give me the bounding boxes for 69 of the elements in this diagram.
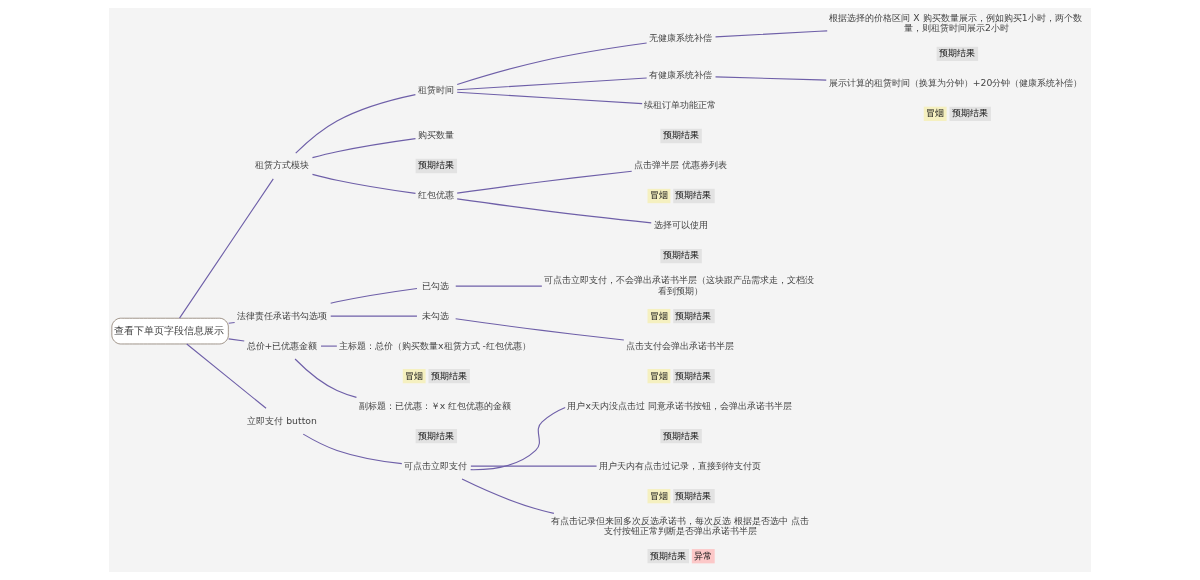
node-label: 冒烟 [404, 369, 423, 381]
node-text: 点击支付会弹出承诺书半层 [626, 339, 735, 351]
node-label: 预期结果 [417, 159, 454, 171]
connector [455, 318, 625, 341]
connector [455, 285, 543, 287]
node-label: 预期结果 [951, 107, 988, 119]
node-text: 红包优惠 [417, 189, 454, 201]
node-text: 用户x天内没点击过 同意承诺书按钮，会弹出承诺书半层 [567, 399, 792, 411]
node-label: 预期结果 [675, 489, 712, 501]
node-label: 冒烟 [649, 309, 668, 321]
connector [456, 42, 648, 85]
node-label: 冒烟 [649, 489, 668, 501]
connector [330, 287, 418, 304]
node-text: 续租订单功能正常 [644, 99, 717, 111]
node-label: 冒烟 [649, 369, 668, 381]
connector [228, 321, 236, 324]
connector [714, 76, 827, 81]
connector [295, 94, 416, 154]
node-label: 预期结果 [662, 249, 699, 261]
node-label: 冒烟 [649, 189, 668, 201]
connector [178, 178, 274, 319]
node-label: 预期结果 [675, 369, 712, 381]
node-label: 预期结果 [417, 429, 454, 441]
node-label: 预期结果 [649, 549, 686, 561]
connector [456, 170, 633, 194]
connector [714, 30, 828, 38]
node-text: 用户天内有点击过记录，直接到待支付页 [598, 459, 761, 471]
node-label: 预期结果 [662, 129, 699, 141]
node-box: 查看下单页字段信息展示 [111, 317, 229, 345]
node-text: 点击弹半层 优惠券列表 [633, 159, 727, 171]
connector [311, 138, 417, 159]
node-text: 根据选择的价格区间 X 购买数量展示，例如购买1小时，两个数量，则租赁时间展示2小时 [829, 12, 1082, 34]
node-text: 有点击记录但来回多次反选承诺书，每次反选 根据是否选中 点击支付按钮正常判断是否弹出承诺书半层 [550, 514, 809, 536]
connector [186, 343, 267, 409]
node-text: 未勾选 [422, 309, 450, 321]
connector [456, 198, 652, 224]
connector [294, 358, 357, 398]
node-label: 预期结果 [662, 429, 699, 441]
node-text: 总价+已优惠金额 [246, 339, 318, 351]
connector [470, 465, 598, 467]
node-text: 租赁方式模块 [255, 159, 310, 171]
node-text: 副标题：已优惠：￥x 红包优惠的金额 [358, 399, 512, 411]
node-text: 已勾选 [422, 279, 450, 291]
node-text: 主标题：总价（购买数量x租赁方式 -红包优惠） [339, 339, 531, 351]
node-text: 租赁时间 [417, 84, 454, 96]
connector [330, 315, 418, 317]
node-label: 冒烟 [925, 107, 944, 119]
node-label: 预期结果 [675, 189, 712, 201]
connector [311, 173, 417, 194]
node-text: 法律责任承诺书勾选项 [236, 309, 327, 321]
node-text: 可点击立即支付，不会弹出承诺书半层（这块跟产品需求走，文档没看到预期） [544, 274, 815, 296]
connector [470, 407, 566, 471]
connector [456, 77, 648, 91]
connector [461, 478, 555, 514]
node-text: 展示计算的租赁时间（换算为分钟）+20分钟（健康系统补偿） [828, 77, 1083, 89]
node-label: 异常 [693, 549, 712, 561]
node-text: 立即支付 button [247, 414, 317, 426]
node-text: 无健康系统补偿 [648, 32, 712, 44]
node-text: 有健康系统补偿 [648, 69, 712, 81]
node-label: 预期结果 [430, 369, 467, 381]
node-text: 购买数量 [417, 129, 454, 141]
connector [320, 345, 338, 347]
node-text: 可点击立即支付 [404, 459, 468, 471]
node-label: 预期结果 [675, 309, 712, 321]
node-text: 选择可以使用 [653, 219, 708, 231]
connector [228, 338, 245, 342]
connector [302, 433, 403, 465]
connector [456, 91, 643, 105]
node-label: 预期结果 [938, 47, 975, 59]
